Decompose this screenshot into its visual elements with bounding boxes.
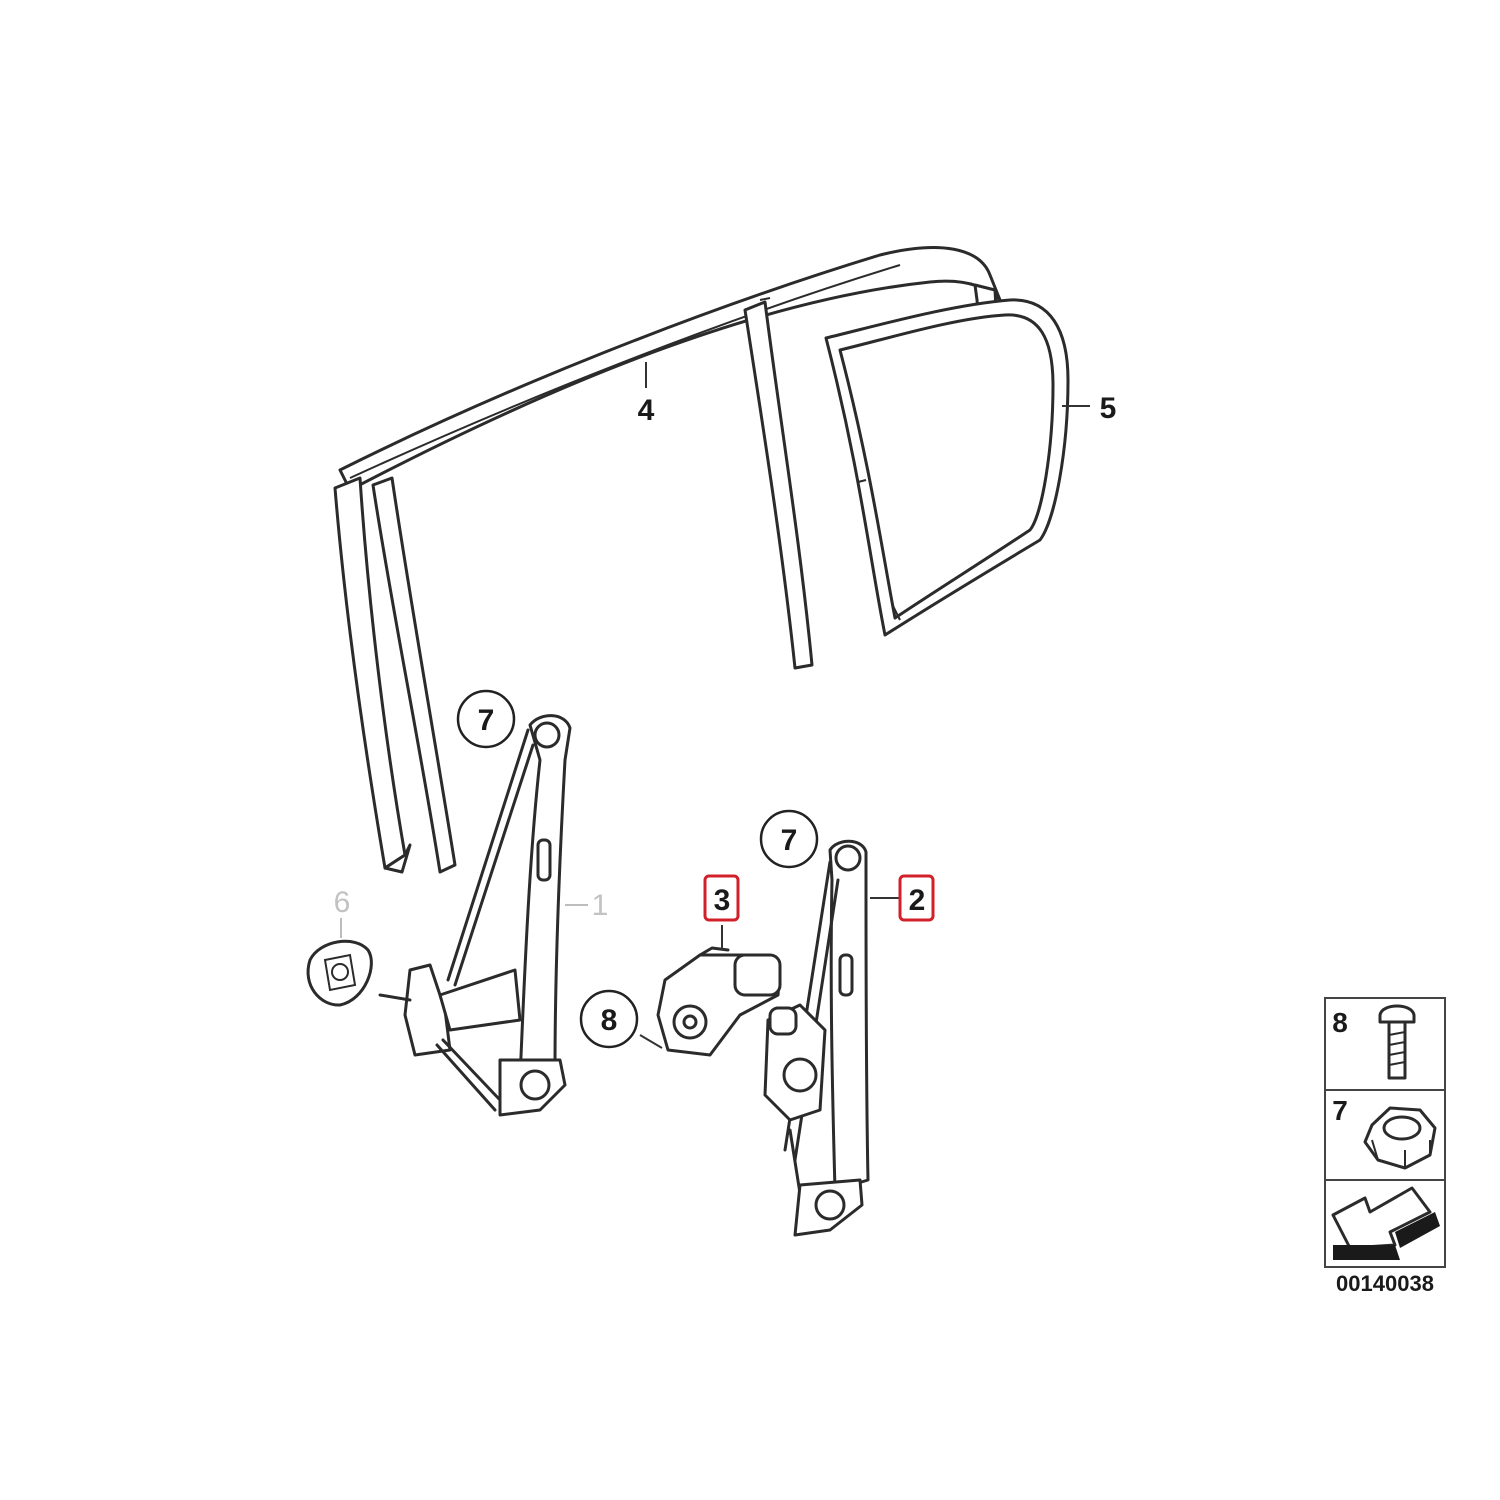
callout-2: 2	[909, 884, 926, 917]
callout-circle-7-front	[456, 689, 516, 749]
callout-7-rear: 7	[781, 824, 798, 857]
callout-3: 3	[714, 884, 731, 917]
window-frame-seal-rear	[824, 298, 1070, 637]
callout-4: 4	[638, 394, 655, 427]
hex-nut-icon	[1363, 1106, 1437, 1170]
callout-6: 6	[334, 886, 351, 919]
legend-nut-number: 7	[1332, 1095, 1348, 1126]
callout-circle-8	[579, 989, 639, 1049]
fastener-legend: 8 7	[1324, 997, 1446, 1268]
leader-8	[639, 1034, 663, 1049]
clip-part	[306, 939, 373, 1007]
callout-3-highlight-box	[703, 874, 740, 922]
callout-2-highlight-box	[898, 874, 935, 922]
callout-5: 5	[1100, 392, 1117, 425]
callout-circle-7-rear	[759, 809, 819, 869]
legend-bolt-number: 8	[1332, 1007, 1348, 1038]
window-regulator-front	[378, 714, 572, 1117]
bolt-icon	[1378, 1004, 1416, 1080]
arrow-icon	[1331, 1186, 1440, 1260]
window-regulator-rear	[763, 839, 870, 1237]
callout-8: 8	[601, 1004, 618, 1037]
document-number: 00140038	[1336, 1271, 1434, 1296]
callout-1: 1	[592, 889, 609, 922]
callout-7-front: 7	[478, 704, 495, 737]
leader-lines	[340, 362, 1090, 1049]
window-motor	[656, 946, 782, 1057]
